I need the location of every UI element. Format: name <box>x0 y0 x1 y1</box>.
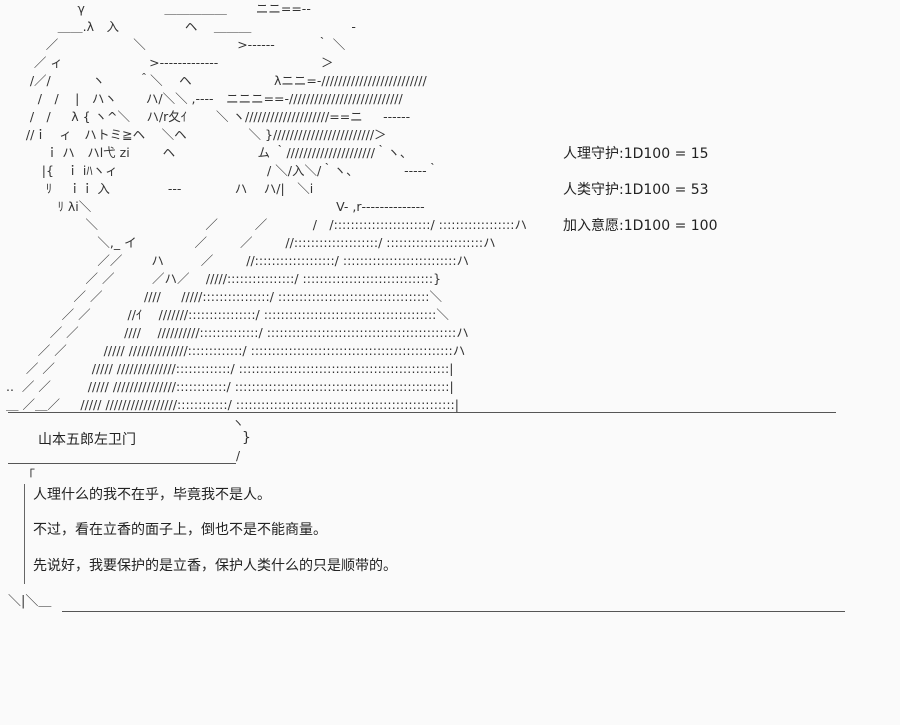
art-line: ＼,_ イ ／ ／ //::::::::::::::::::::/ ::::::… <box>6 235 496 250</box>
art-line: .. ／ ／ ///// ///////////////::::::::::::… <box>6 379 454 394</box>
dialogue-left-bar <box>24 484 25 584</box>
art-line: ﾘ λi＼ V- ,r‐‐‐‐‐‐‐‐‐‐‐‐‐‐ <box>6 199 425 214</box>
art-line: ／ ィ >‐‐‐‐‐‐‐‐‐‐‐‐‐ ＞ <box>6 55 334 70</box>
dialogue-line-2: 不过，看在立香的面子上，倒也不是不能商量。 <box>33 522 327 538</box>
art-line: |{ ｉ iﾊヽィ / ＼/入＼/｀ヽ、 ‐‐‐‐‐｀ <box>6 163 440 178</box>
dialogue-line-3: 先说好，我要保护的是立香，保护人类什么的只是顺带的。 <box>33 558 397 574</box>
art-line: ＿＿.λ 入 ヘ ＿＿＿ ‐ <box>6 19 356 34</box>
art-baseline <box>8 412 836 413</box>
name-box-bracket-bottom-slash: / <box>236 449 241 463</box>
art-line: γ ＿＿＿＿＿ ニニ==‐‐ <box>6 1 311 16</box>
art-line: ／ ／ ///// //////////////:::::::::::::/ :… <box>6 361 454 376</box>
art-line: / / λ { ヽ^＼ ハ/r夂ｲ ＼ ヽ///////////////////… <box>6 109 411 124</box>
art-line: ／ ＼ >‐‐‐‐‐‐ ｀ ＼ <box>6 37 346 52</box>
art-line: ／ ／ //ｲ ///////::::::::::::::::/ :::::::… <box>6 307 449 322</box>
speaker-name: 山本五郎左卫门 <box>38 432 136 448</box>
art-line: ｉ ハ ハl弋 zi ヘ ム ｀/////////////////////｀ヽ、 <box>6 145 413 160</box>
art-line: //ｉ ィ ハトミ≧ヘ ＼ヘ ＼ }//////////////////////… <box>6 127 387 142</box>
art-line: ＼ ／ ／ / /:::::::::::::::::::::::/ ::::::… <box>6 217 527 232</box>
name-box-bottom-line <box>8 463 236 464</box>
art-line: / / | ハヽ ハ/＼＼ ,‐‐‐‐ ニニニ==-//////////////… <box>6 91 403 106</box>
art-line: ／／ ハ ／ //:::::::::::::::::::/ ::::::::::… <box>6 253 470 268</box>
art-line: ﾘ ｉｉ 入 ‐‐‐ ハ ハ/| ＼i <box>6 181 314 196</box>
ascii-art: γ ＿＿＿＿＿ ニニ==‐‐ ＿＿.λ 入 ヘ ＿＿＿ ‐ ／ ＼ >‐‐‐‐‐… <box>6 0 527 414</box>
art-line: /／/ ヽ ＾＼ ヘ λニニ=-////////////////////////… <box>6 73 427 88</box>
dice-stats: 人理守护:1D100 = 15 人类守护:1D100 = 53 加入意愿:1D1… <box>563 144 717 252</box>
art-line: ／ ／ //// /////::::::::::::::::/ ::::::::… <box>6 289 443 304</box>
dialogue-close-marks: ＼|＼＿ <box>8 594 52 609</box>
dialogue-bottom-line <box>62 611 845 612</box>
art-line: ／ ／ ／ハ／ /////::::::::::::::::/ :::::::::… <box>6 271 442 286</box>
stat-human-protection: 人类守护:1D100 = 53 <box>563 182 709 198</box>
art-line: ／ ／ //// //////////::::::::::::::/ :::::… <box>6 325 469 340</box>
dialogue-open-mark: 「 <box>22 469 36 484</box>
name-box-bracket-top: ヽ <box>232 416 245 430</box>
art-line: ＿ ／＿／ ///// /////////////////:::::::::::… <box>6 397 459 412</box>
name-box-bracket-mid: } <box>242 430 251 446</box>
dialogue-line-1: 人理什么的我不在乎，毕竟我不是人。 <box>33 487 271 503</box>
art-line: ／ ／ ///// //////////////:::::::::::::/ :… <box>6 343 466 358</box>
stat-join-willingness: 加入意愿:1D100 = 100 <box>563 218 718 234</box>
stat-human-order: 人理守护:1D100 = 15 <box>563 146 709 162</box>
